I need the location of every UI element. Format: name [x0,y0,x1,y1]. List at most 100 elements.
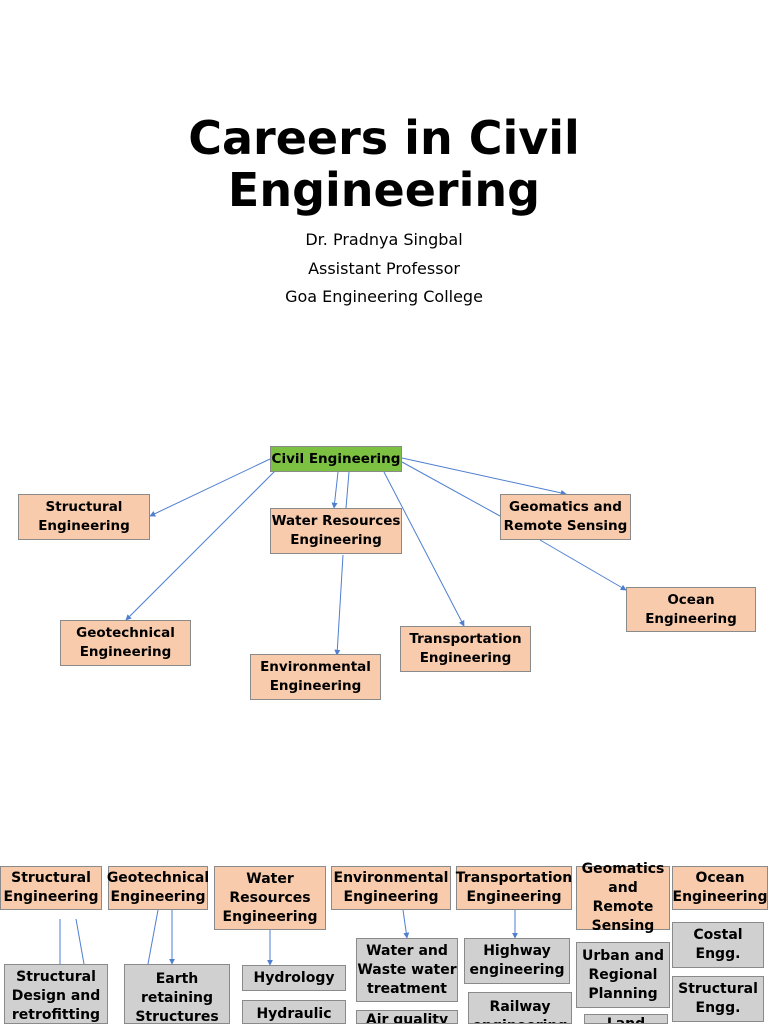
connector-geomatics-1 [401,457,567,496]
node-label-line: Structural [45,499,123,515]
connector-structural [149,458,271,517]
node-label-line: Environmental [260,659,371,675]
header-line: Sensing [591,918,655,934]
node-label-line: Geomatics and [509,499,622,515]
item-line: retrofitting [11,1007,101,1023]
header-line: Structural [11,870,91,886]
item-line: Engg. [695,1000,741,1016]
root-label: Civil Engineering [271,450,401,467]
header-line: Engineering [672,889,768,905]
header-line: Engineering [343,889,439,905]
node-label-line: Engineering [269,678,362,694]
node-label-line: Engineering [79,644,172,660]
item-land: Land [584,1014,668,1024]
node-label-line: Water Resources [271,513,401,529]
connector-ocean [539,539,627,591]
connector-environmental-item [402,909,410,939]
node-label-line: Engineering [645,610,737,627]
node-label-line: Engineering [290,532,382,548]
item-line: Regional [588,966,658,983]
author-position: Assistant Professor [308,259,460,278]
item-line: Planning [588,985,658,1002]
header-line: Environmental [333,870,449,886]
slide-title: Careers in Civil Engineering [0,112,768,216]
root-civil-engineering: Civil Engineering [270,446,402,472]
node-label-line: Transportation [409,631,522,647]
header-line: Geotechnical [106,870,210,886]
item-line: Structural [16,969,96,985]
item-line: Structures [135,1009,219,1025]
item-line: Land [606,1016,646,1024]
connector-water-2 [345,471,350,509]
node-label-line: Engineering [419,650,512,666]
connector-transportation [383,471,465,627]
connector-geomatics-2 [401,461,501,517]
item-air-quality: Air quality [356,1010,458,1024]
connector-geotechnical-item-2 [147,909,159,965]
connector-water-1 [331,471,339,509]
item-line: Highway [483,943,551,959]
item-line: Hydraulic [256,1006,332,1022]
header-line: Engineering [222,908,318,925]
item-line: Earth [155,971,199,987]
header-line: and Remote [592,880,654,915]
connector-environmental [334,554,344,656]
header-line: Water [246,870,294,887]
item-railway-engineering: Railway engineering [468,992,572,1024]
item-line: Hydrology [253,969,335,986]
header-line: Engineering [3,889,99,905]
header-line: Engineering [110,889,206,905]
item-line: Costal [693,927,743,943]
item-hydrology: Hydrology [242,965,346,991]
node-label-line: Remote Sensing [503,518,628,534]
item-line: Waste water [357,961,457,978]
item-line: engineering [469,962,565,978]
item-line: Urban and [581,947,665,964]
item-line: Engg. [695,946,741,962]
item-hydraulic: Hydraulic [242,1000,346,1024]
author-institution: Goa Engineering College [285,287,483,306]
item-line: Railway [489,999,551,1015]
item-line: treatment [367,980,447,997]
header-line: Transportation [455,870,573,886]
item-line: retaining [140,990,214,1006]
node-label-line: Geotechnical [76,625,175,641]
connector-structural-item-2 [75,918,85,965]
header-line: Engineering [466,889,562,905]
item-line: Design and [11,988,101,1004]
header-line: Resources [229,889,311,906]
author-name: Dr. Pradnya Singbal [305,230,463,249]
header-line: Geomatics [581,861,665,877]
title-line-1: Careers in Civil [188,111,580,165]
item-line: engineering [473,1017,568,1023]
item-line: Structural [678,981,758,997]
item-line: Water and [366,942,448,959]
item-highway-engineering: Highway engineering [464,938,570,984]
title-line-2: Engineering [227,163,541,217]
item-line: Air quality [365,1012,449,1024]
node-label-line: Engineering [38,518,130,534]
connector-geotechnical [125,470,276,621]
node-label-line: Ocean [667,591,715,608]
